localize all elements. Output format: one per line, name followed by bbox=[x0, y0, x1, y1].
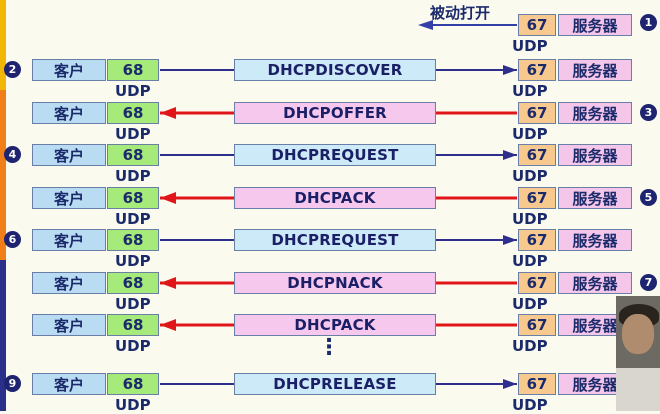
passive-open-arrowhead bbox=[418, 20, 433, 30]
client-udp-label: UDP bbox=[115, 125, 151, 143]
server-udp-label: UDP bbox=[512, 337, 548, 355]
server-udp-label: UDP bbox=[512, 396, 548, 414]
client-port: 68 bbox=[107, 59, 159, 81]
left-accent-stripe-yellow bbox=[0, 0, 6, 90]
client-port: 68 bbox=[107, 144, 159, 166]
message-box-dhcprequest: DHCPREQUEST bbox=[234, 229, 436, 251]
client-box: 客户 bbox=[32, 187, 106, 209]
message-box-dhcprelease: DHCPRELEASE bbox=[234, 373, 436, 395]
server-box: 服务器 bbox=[558, 272, 632, 294]
client-box: 客户 bbox=[32, 144, 106, 166]
server-port: 67 bbox=[518, 229, 556, 251]
client-udp-label: UDP bbox=[115, 167, 151, 185]
server-udp-label: UDP bbox=[512, 210, 548, 228]
server-box: 服务器 bbox=[558, 59, 632, 81]
server-udp-label: UDP bbox=[512, 252, 548, 270]
server-port: 67 bbox=[518, 314, 556, 336]
arrowhead bbox=[160, 277, 176, 289]
left-accent-stripe-blue bbox=[0, 260, 6, 411]
presenter-face bbox=[622, 314, 654, 354]
presenter-shirt bbox=[616, 368, 660, 411]
client-box: 客户 bbox=[32, 59, 106, 81]
server-port: 67 bbox=[518, 59, 556, 81]
server-udp-label: UDP bbox=[512, 82, 548, 100]
client-port: 68 bbox=[107, 187, 159, 209]
message-box-dhcprequest: DHCPREQUEST bbox=[234, 144, 436, 166]
client-port: 68 bbox=[107, 314, 159, 336]
client-port: 68 bbox=[107, 102, 159, 124]
step-number-badge: 5 bbox=[640, 189, 657, 206]
server-udp-label: UDP bbox=[512, 295, 548, 313]
server-port: 67 bbox=[518, 102, 556, 124]
step-number-badge: 3 bbox=[640, 104, 657, 121]
client-udp-label: UDP bbox=[115, 337, 151, 355]
message-box-dhcpdiscover: DHCPDISCOVER bbox=[234, 59, 436, 81]
client-port: 68 bbox=[107, 229, 159, 251]
server-port: 67 bbox=[518, 144, 556, 166]
message-box-dhcpnack: DHCPNACK bbox=[234, 272, 436, 294]
arrowhead bbox=[503, 379, 517, 389]
arrowhead bbox=[160, 107, 176, 119]
client-box: 客户 bbox=[32, 229, 106, 251]
presenter-video-thumbnail bbox=[616, 296, 660, 411]
client-box: 客户 bbox=[32, 314, 106, 336]
passive-open-label: 被动打开 bbox=[430, 4, 491, 22]
server-port: 67 bbox=[518, 373, 556, 395]
step-number-badge: 9 bbox=[4, 375, 21, 392]
client-box: 客户 bbox=[32, 373, 106, 395]
client-udp-label: UDP bbox=[115, 295, 151, 313]
step-number-badge: 4 bbox=[4, 146, 21, 163]
left-accent-stripe-orange bbox=[0, 90, 6, 260]
client-udp-label: UDP bbox=[115, 252, 151, 270]
ellipsis-dots: ⋮ bbox=[318, 335, 340, 360]
client-udp-label: UDP bbox=[115, 396, 151, 414]
server-box: 服务器 bbox=[558, 229, 632, 251]
step-number-badge: 7 bbox=[640, 274, 657, 291]
server-udp-label: UDP bbox=[512, 167, 548, 185]
client-box: 客户 bbox=[32, 272, 106, 294]
client-udp-label: UDP bbox=[115, 210, 151, 228]
server-box: 服务器 bbox=[558, 144, 632, 166]
arrowhead bbox=[160, 319, 176, 331]
arrowhead bbox=[503, 65, 517, 75]
message-box-dhcpoffer: DHCPOFFER bbox=[234, 102, 436, 124]
server-port: 67 bbox=[518, 272, 556, 294]
client-box: 客户 bbox=[32, 102, 106, 124]
step-number-badge: 2 bbox=[4, 61, 21, 78]
arrowhead bbox=[503, 150, 517, 160]
header-server-port: 67 bbox=[518, 14, 556, 36]
client-port: 68 bbox=[107, 373, 159, 395]
client-udp-label: UDP bbox=[115, 82, 151, 100]
step-number-badge: 1 bbox=[640, 14, 657, 31]
server-udp-label: UDP bbox=[512, 125, 548, 143]
server-box: 服务器 bbox=[558, 187, 632, 209]
server-box: 服务器 bbox=[558, 373, 632, 395]
header-server-box: 服务器 bbox=[558, 14, 632, 36]
step-number-badge: 6 bbox=[4, 231, 21, 248]
message-box-dhcpack: DHCPACK bbox=[234, 314, 436, 336]
arrowhead bbox=[503, 235, 517, 245]
server-port: 67 bbox=[518, 187, 556, 209]
server-box: 服务器 bbox=[558, 102, 632, 124]
arrowhead bbox=[160, 192, 176, 204]
client-port: 68 bbox=[107, 272, 159, 294]
header-udp-label: UDP bbox=[512, 37, 548, 55]
message-box-dhcpack: DHCPACK bbox=[234, 187, 436, 209]
